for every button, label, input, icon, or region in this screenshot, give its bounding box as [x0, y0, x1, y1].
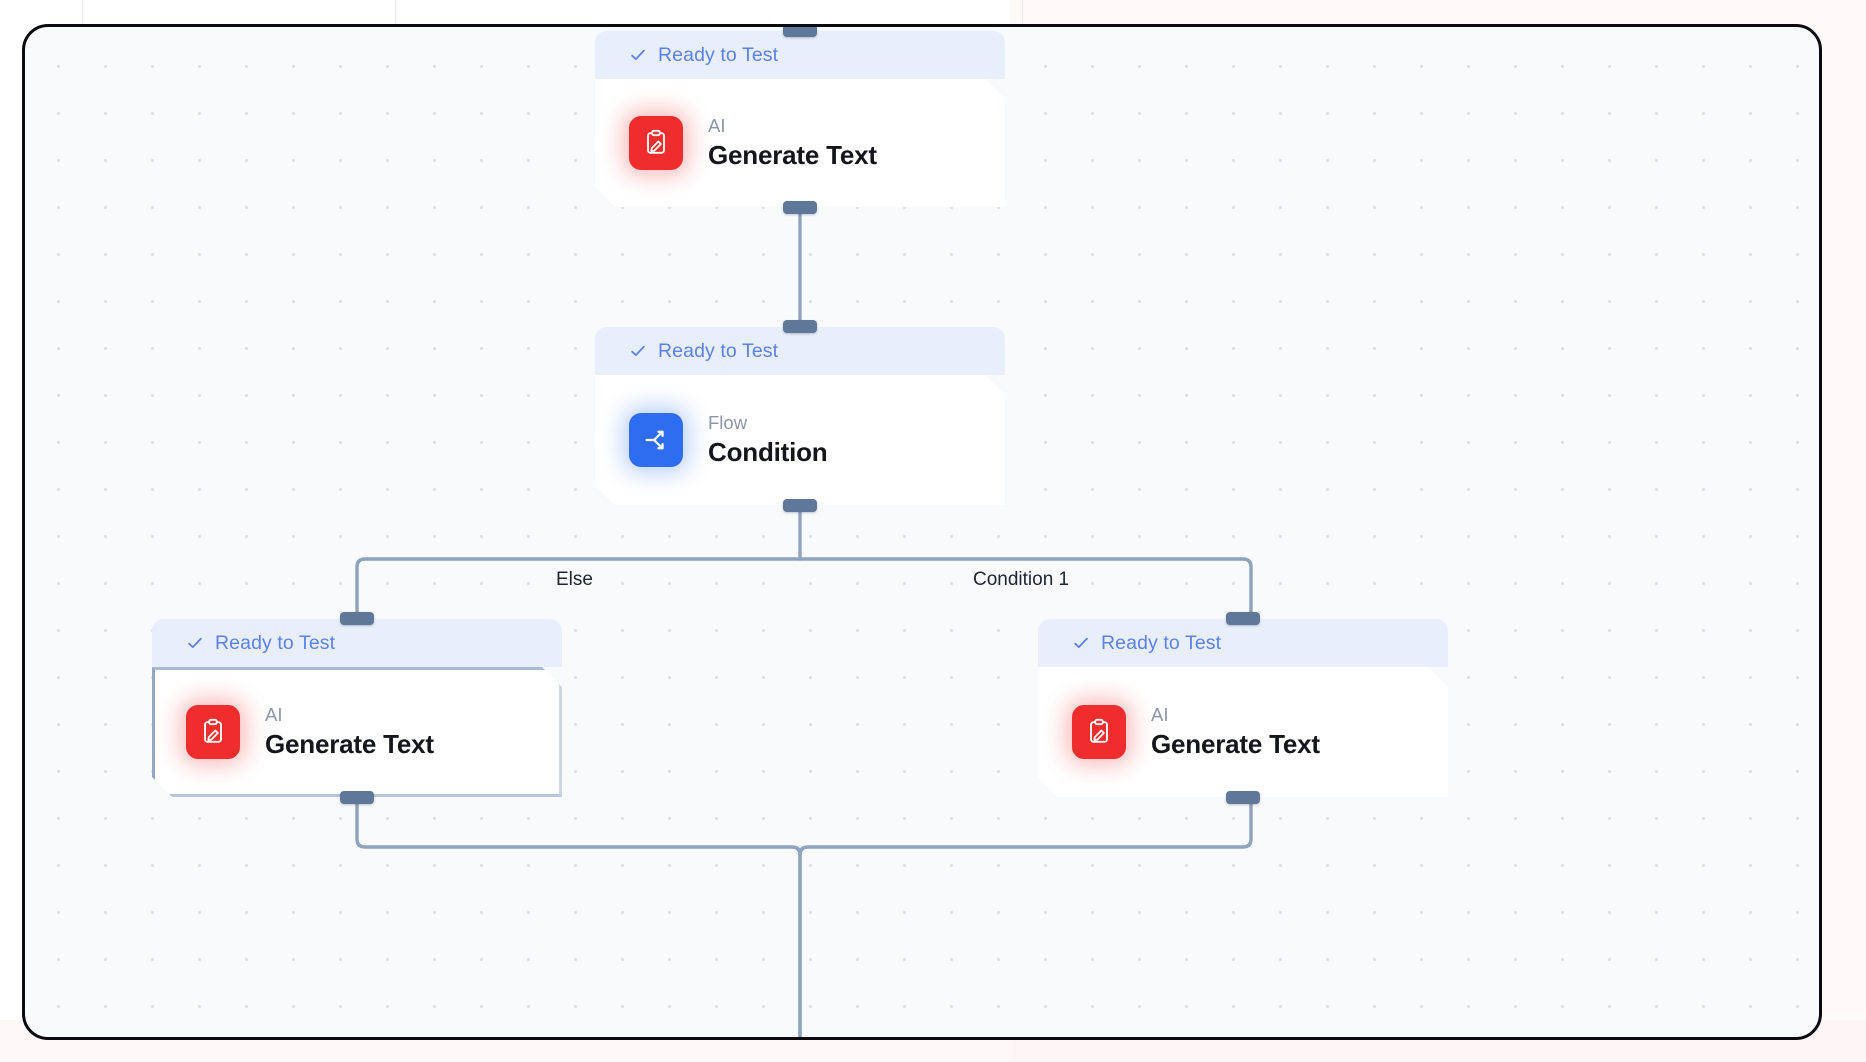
check-icon	[1072, 634, 1090, 652]
node-card[interactable]: AI Generate Text	[152, 667, 562, 797]
ai-generate-text-icon	[629, 116, 683, 170]
edge-condition-to-else	[355, 557, 802, 621]
edge-label-condition-1: Condition 1	[973, 569, 1070, 590]
node-handle-bottom[interactable]	[783, 201, 817, 214]
node-status-bar: Ready to Test	[1038, 619, 1448, 667]
node-title-label: Generate Text	[265, 728, 434, 759]
flow-condition-icon	[629, 413, 683, 467]
node-handle-top[interactable]	[783, 27, 817, 37]
node-title-label: Condition	[708, 436, 828, 467]
node-status-bar: Ready to Test	[152, 619, 562, 667]
node-handle-top[interactable]	[340, 612, 374, 625]
edge-condition-to-condition-1	[798, 557, 1253, 621]
edge-else-to-merge	[355, 797, 802, 1037]
check-icon	[629, 342, 647, 360]
node-status-label: Ready to Test	[1101, 631, 1222, 654]
node-condition[interactable]: Ready to Test Flow Condition	[595, 320, 1005, 512]
node-generate-text-top[interactable]: Ready to Test AI Generate Text	[595, 27, 1005, 214]
page-divider-2	[395, 0, 396, 26]
node-text-group: AI Generate Text	[265, 704, 434, 759]
node-handle-bottom[interactable]	[783, 499, 817, 512]
node-text-group: AI Generate Text	[708, 115, 877, 170]
node-status-bar: Ready to Test	[595, 31, 1005, 79]
ai-generate-text-icon	[186, 705, 240, 759]
node-status-bar: Ready to Test	[595, 327, 1005, 375]
node-status-label: Ready to Test	[215, 631, 336, 654]
edge-layer	[355, 207, 1253, 1037]
edge-condition-1-to-merge	[798, 797, 1253, 1037]
node-generate-text-else[interactable]: Ready to Test AI Generate Text	[152, 612, 562, 804]
flow-canvas[interactable]: Else Condition 1 Ready to Test	[22, 24, 1822, 1040]
node-text-group: Flow Condition	[708, 412, 828, 467]
node-status-label: Ready to Test	[658, 43, 779, 66]
node-generate-text-condition-1[interactable]: Ready to Test AI Generate Text	[1038, 612, 1448, 804]
node-card[interactable]: Flow Condition	[595, 375, 1005, 505]
node-kind-label: Flow	[708, 412, 748, 434]
node-handle-top[interactable]	[783, 320, 817, 333]
node-kind-label: AI	[1151, 704, 1169, 726]
node-text-group: AI Generate Text	[1151, 704, 1320, 759]
node-title-label: Generate Text	[1151, 728, 1320, 759]
node-status-label: Ready to Test	[658, 339, 779, 362]
node-card[interactable]: AI Generate Text	[595, 79, 1005, 207]
ai-generate-text-icon	[1072, 705, 1126, 759]
node-handle-top[interactable]	[1226, 612, 1260, 625]
page-divider-3	[1022, 0, 1023, 26]
node-kind-label: AI	[708, 115, 726, 137]
node-kind-label: AI	[265, 704, 283, 726]
check-icon	[186, 634, 204, 652]
node-title-label: Generate Text	[708, 139, 877, 170]
node-handle-bottom[interactable]	[340, 791, 374, 804]
node-card[interactable]: AI Generate Text	[1038, 667, 1448, 797]
node-handle-bottom[interactable]	[1226, 791, 1260, 804]
check-icon	[629, 46, 647, 64]
edge-label-else: Else	[556, 569, 593, 590]
page-divider-1	[82, 0, 83, 26]
